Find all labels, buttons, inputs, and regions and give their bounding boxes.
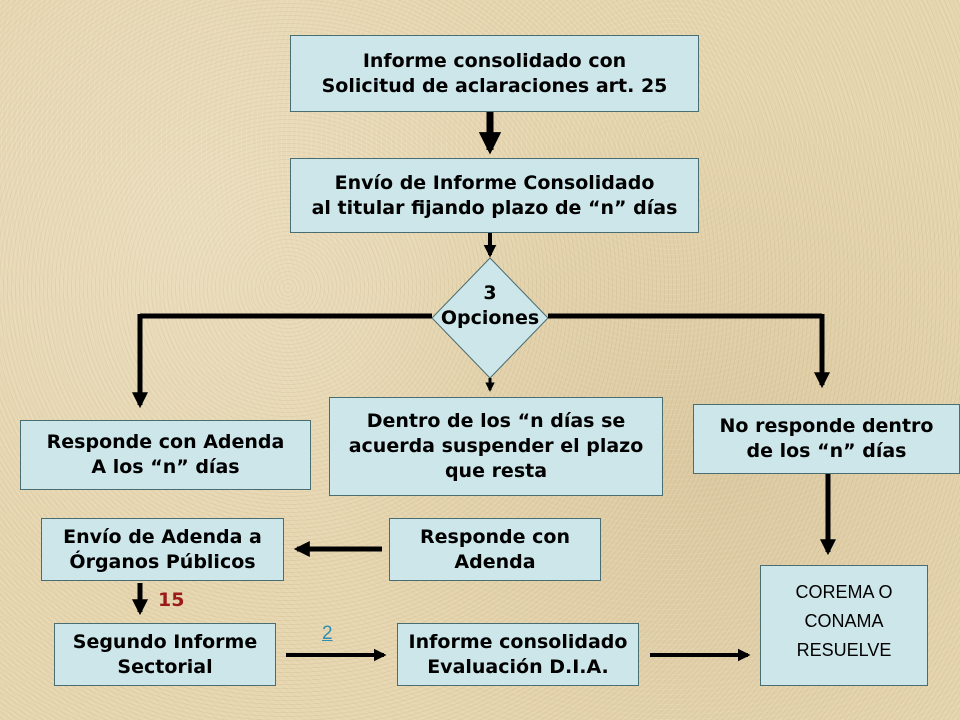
- node-text: No responde dentro: [719, 415, 934, 437]
- node-text: Dentro de los “n días se: [366, 410, 626, 432]
- node-text: Solicitud de aclaraciones art. 25: [321, 74, 668, 97]
- node-text: Sectorial: [117, 655, 213, 678]
- node-informe-dia: Informe consolidado Evaluación D.I.A.: [397, 623, 639, 686]
- node-envio-adenda: Envío de Adenda a Órganos Públicos: [41, 518, 284, 581]
- node-text: que resta: [444, 460, 548, 482]
- node-text: Órganos Públicos: [69, 550, 256, 573]
- node-text: de los “n” días: [746, 440, 907, 462]
- node-text: RESUELVE: [796, 640, 892, 660]
- node-text: Adenda: [454, 550, 536, 573]
- node-text: CONAMA: [804, 611, 884, 631]
- node-text: acuerda suspender el plazo: [348, 435, 644, 457]
- node-corema: COREMA O CONAMA RESUELVE: [760, 565, 928, 686]
- node-text: Responde con: [420, 525, 570, 548]
- node-no-responde: No responde dentro de los “n” días: [693, 404, 960, 474]
- node-opciones-label: 3 Opciones: [430, 281, 550, 331]
- node-text: Informe consolidado: [408, 630, 628, 653]
- node-text: al titular fijando plazo de “n” días: [311, 196, 678, 219]
- node-responde-adenda: Responde con Adenda A los “n” días: [20, 420, 311, 490]
- node-text: Envío de Informe Consolidado: [334, 171, 655, 194]
- node-text: Segundo Informe: [72, 630, 258, 653]
- node-envio-informe: Envío de Informe Consolidado al titular …: [290, 158, 699, 233]
- node-text: Responde con Adenda: [46, 431, 285, 453]
- node-responde-con-adenda: Responde con Adenda: [389, 518, 601, 581]
- node-text: Evaluación D.I.A.: [427, 655, 609, 678]
- days-link-2[interactable]: 2: [322, 623, 333, 644]
- node-text: 3: [483, 282, 497, 304]
- node-text: COREMA O: [795, 582, 893, 602]
- node-text: A los “n” días: [91, 456, 240, 478]
- node-text: Informe consolidado con: [362, 49, 627, 72]
- days-label-15: 15: [158, 589, 185, 611]
- node-informe-consolidado: Informe consolidado con Solicitud de acl…: [290, 35, 699, 112]
- node-segundo-informe: Segundo Informe Sectorial: [54, 623, 276, 686]
- node-dentro-plazo: Dentro de los “n días se acuerda suspend…: [329, 397, 663, 496]
- node-text: Envío de Adenda a: [63, 525, 262, 548]
- node-text: Opciones: [440, 307, 540, 329]
